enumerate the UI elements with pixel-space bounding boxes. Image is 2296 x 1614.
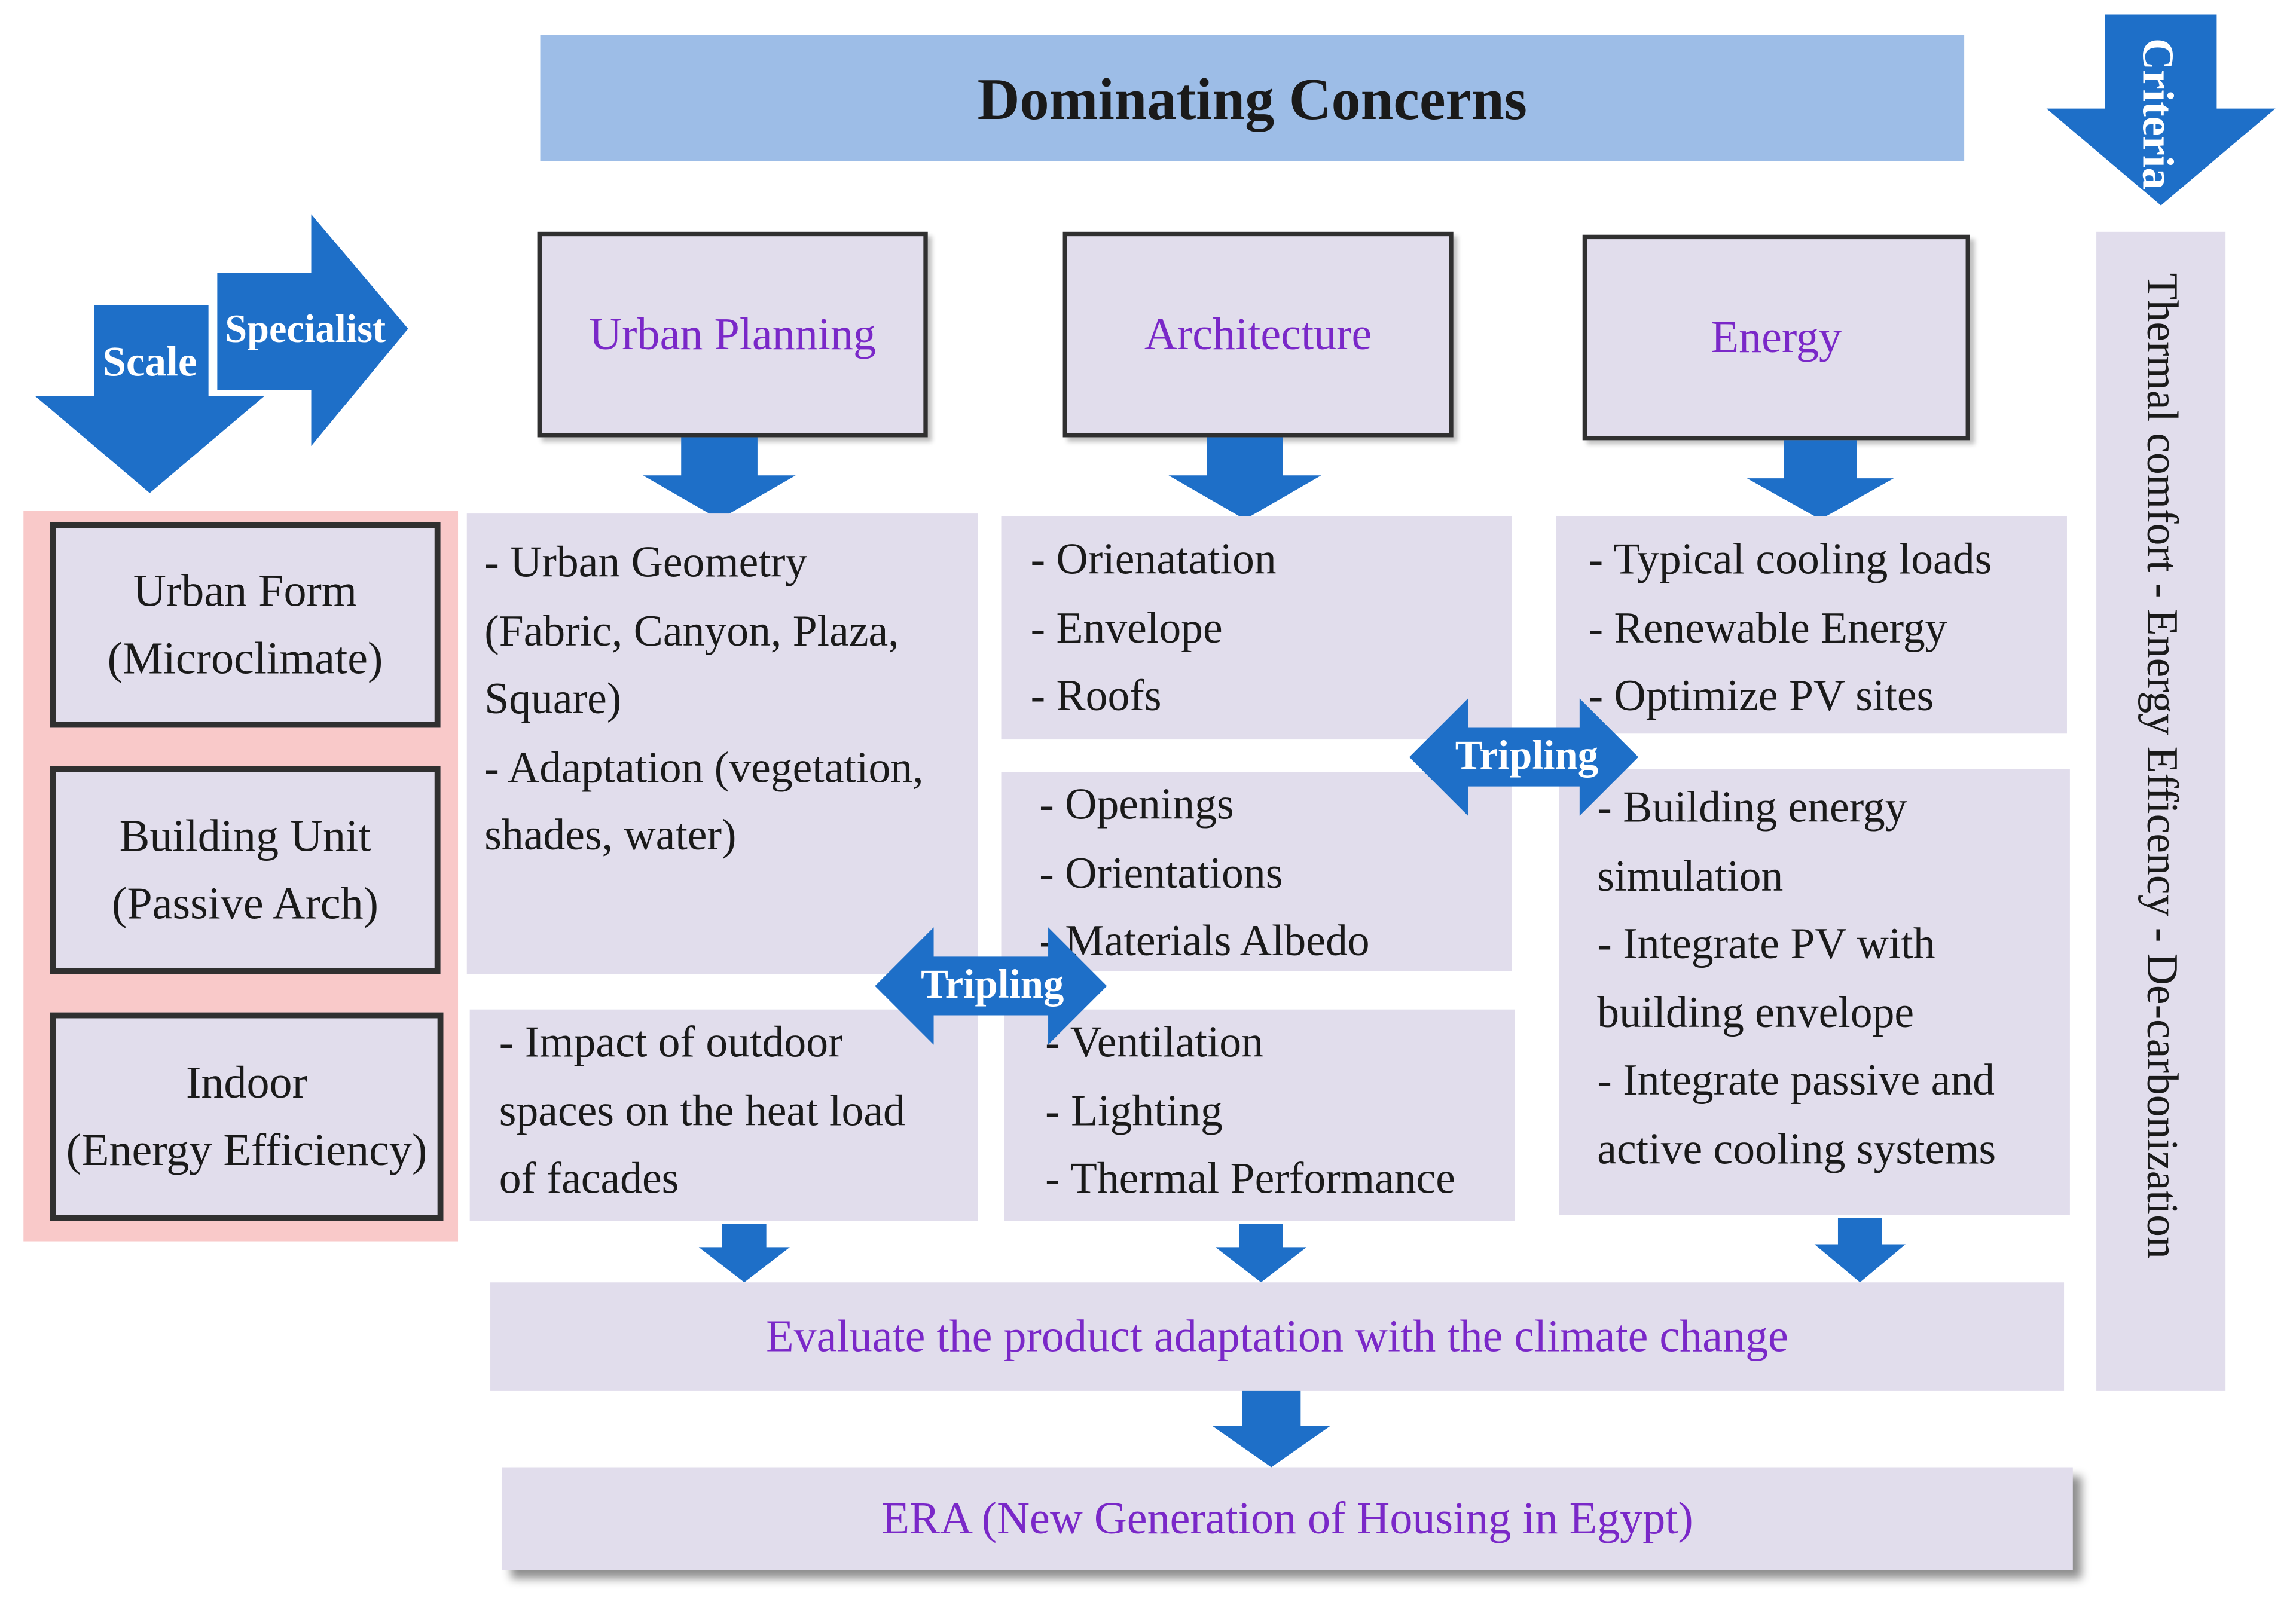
panel-text: - Orienatation - Envelope - Roofs [1030,535,1277,721]
evaluate-label: Evaluate the product adaptation with the… [766,1310,1788,1362]
scale-box-line1: Indoor [186,1056,307,1108]
tripling-arrow-icon: Tripling [875,927,1107,1045]
criteria-label: Criteria [2134,38,2183,189]
scale-box-line2: (Microclimate) [107,632,383,684]
down-arrow-icon [643,437,796,519]
scale-box-line1: Building Unit [119,809,371,861]
down-arrow-icon [698,1224,790,1283]
scale-box-line2: (Passive Arch) [112,877,379,929]
criteria-text: Thermal comfort - Energy Efficency - De-… [2137,273,2186,1259]
column-header-label: Urban Planning [589,308,877,360]
down-arrow-icon [1814,1218,1906,1283]
panel-text: - Urban Geometry (Fabric, Canyon, Plaza,… [484,538,924,860]
tripling-label: Tripling [1455,732,1598,778]
diagram-title: Dominating Concerns [977,65,1527,132]
panel-text: - Openings - Orientations - Materials Al… [1039,780,1370,966]
panel-urban-bottom: - Impact of outdoor spaces on the heat l… [469,1009,978,1221]
panel-text: - Ventilation - Lighting - Thermal Perfo… [1045,1018,1455,1203]
down-arrow-icon [1747,440,1894,519]
specialist-arrow-icon: Specialist [217,214,408,447]
panel-architecture-mid: - Openings - Orientations - Materials Al… [1001,772,1512,971]
scale-arrow-icon: Scale [35,305,264,493]
era-label: ERA (New Generation of Housing in Egypt) [881,1492,1693,1544]
panel-architecture-bottom: - Ventilation - Lighting - Thermal Perfo… [1004,1009,1515,1221]
scale-box-line1: Urban Form [133,564,358,616]
down-arrow-icon [1215,1224,1307,1283]
scale-label: Scale [102,338,197,385]
criteria-arrow-icon: Criteria [2046,14,2276,206]
panel-architecture-top: - Orienatation - Envelope - Roofs [1001,516,1512,740]
scale-box-line2: (Energy Efficiency) [66,1124,428,1176]
down-arrow-icon [1168,437,1321,519]
title-band: Dominating Concerns [540,35,1965,161]
panel-text: - Building energy simulation - Integrate… [1597,783,1996,1173]
scale-box-building-unit: Building Unit (Passive Arch) [50,766,441,974]
down-arrow-icon [1213,1390,1330,1468]
column-header-label: Energy [1711,311,1842,363]
scale-box-indoor: Indoor (Energy Efficiency) [50,1012,444,1221]
column-header-label: Architecture [1144,308,1372,360]
specialist-label: Specialist [225,307,386,351]
column-header-urban-planning: Urban Planning [537,231,928,438]
column-header-energy: Energy [1582,234,1970,441]
panel-urban-top: - Urban Geometry (Fabric, Canyon, Plaza,… [466,513,978,974]
era-box: ERA (New Generation of Housing in Egypt) [502,1467,2073,1570]
evaluate-band: Evaluate the product adaptation with the… [490,1282,2065,1391]
panel-text: - Typical cooling loads - Renewable Ener… [1588,535,1992,721]
scale-box-urban-form: Urban Form (Microclimate) [50,522,441,728]
panel-energy-bottom: - Building energy simulation - Integrate… [1559,769,2070,1215]
panel-energy-top: - Typical cooling loads - Renewable Ener… [1556,516,2067,734]
column-header-architecture: Architecture [1062,231,1454,438]
panel-text: - Impact of outdoor spaces on the heat l… [499,1018,905,1203]
tripling-arrow-icon: Tripling [1409,698,1639,816]
tripling-label: Tripling [921,961,1064,1007]
criteria-panel: Thermal comfort - Energy Efficency - De-… [2096,231,2226,1391]
